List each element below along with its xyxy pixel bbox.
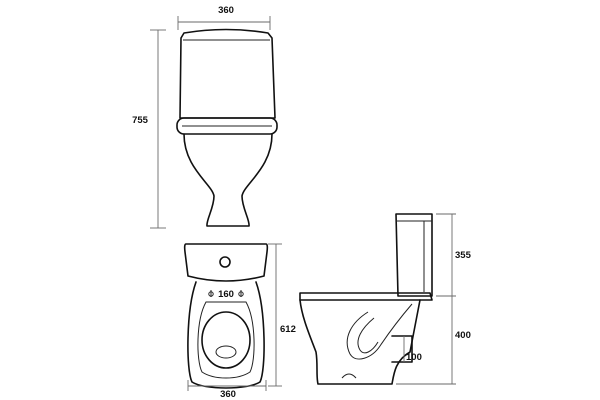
outlet-label: 100: [406, 352, 422, 363]
bolt-spacing-label: 160: [218, 289, 234, 300]
front-seat-band: [176, 117, 278, 135]
plan-width-label: 360: [220, 389, 236, 400]
plan-width-dimension: 360: [187, 380, 267, 400]
side-trap: [346, 303, 413, 360]
outlet-dimension: 100: [403, 336, 422, 363]
front-cistern: [179, 28, 276, 119]
side-pan: [299, 299, 421, 385]
side-cistern-label: 355: [455, 250, 472, 261]
plan-depth-dimension: 612: [268, 243, 296, 387]
front-pan: [183, 133, 273, 227]
front-view: 360 755: [132, 5, 278, 229]
side-pan-label: 400: [455, 330, 471, 341]
plan-view: 160 612 360: [183, 243, 296, 400]
side-outlet: [391, 335, 413, 363]
front-width-label: 360: [218, 5, 234, 16]
side-cistern-dimension: 355: [436, 213, 472, 296]
side-pan-dimension: 400: [396, 295, 471, 385]
front-width-dimension: 360: [177, 5, 271, 30]
plan-depth-label: 612: [280, 324, 296, 335]
front-height-dimension: 755: [132, 29, 166, 229]
plan-seat: [197, 301, 255, 379]
flush-button-icon: [219, 256, 231, 268]
plan-bowl-outer: [187, 281, 265, 389]
plan-cistern: [183, 243, 269, 282]
side-seat: [299, 292, 433, 301]
side-cistern: [395, 213, 433, 297]
plan-water-spot: [215, 345, 237, 359]
front-height-label: 755: [132, 115, 149, 126]
plan-bowl-opening: [201, 311, 251, 369]
side-view: 355 400 100: [299, 213, 472, 385]
